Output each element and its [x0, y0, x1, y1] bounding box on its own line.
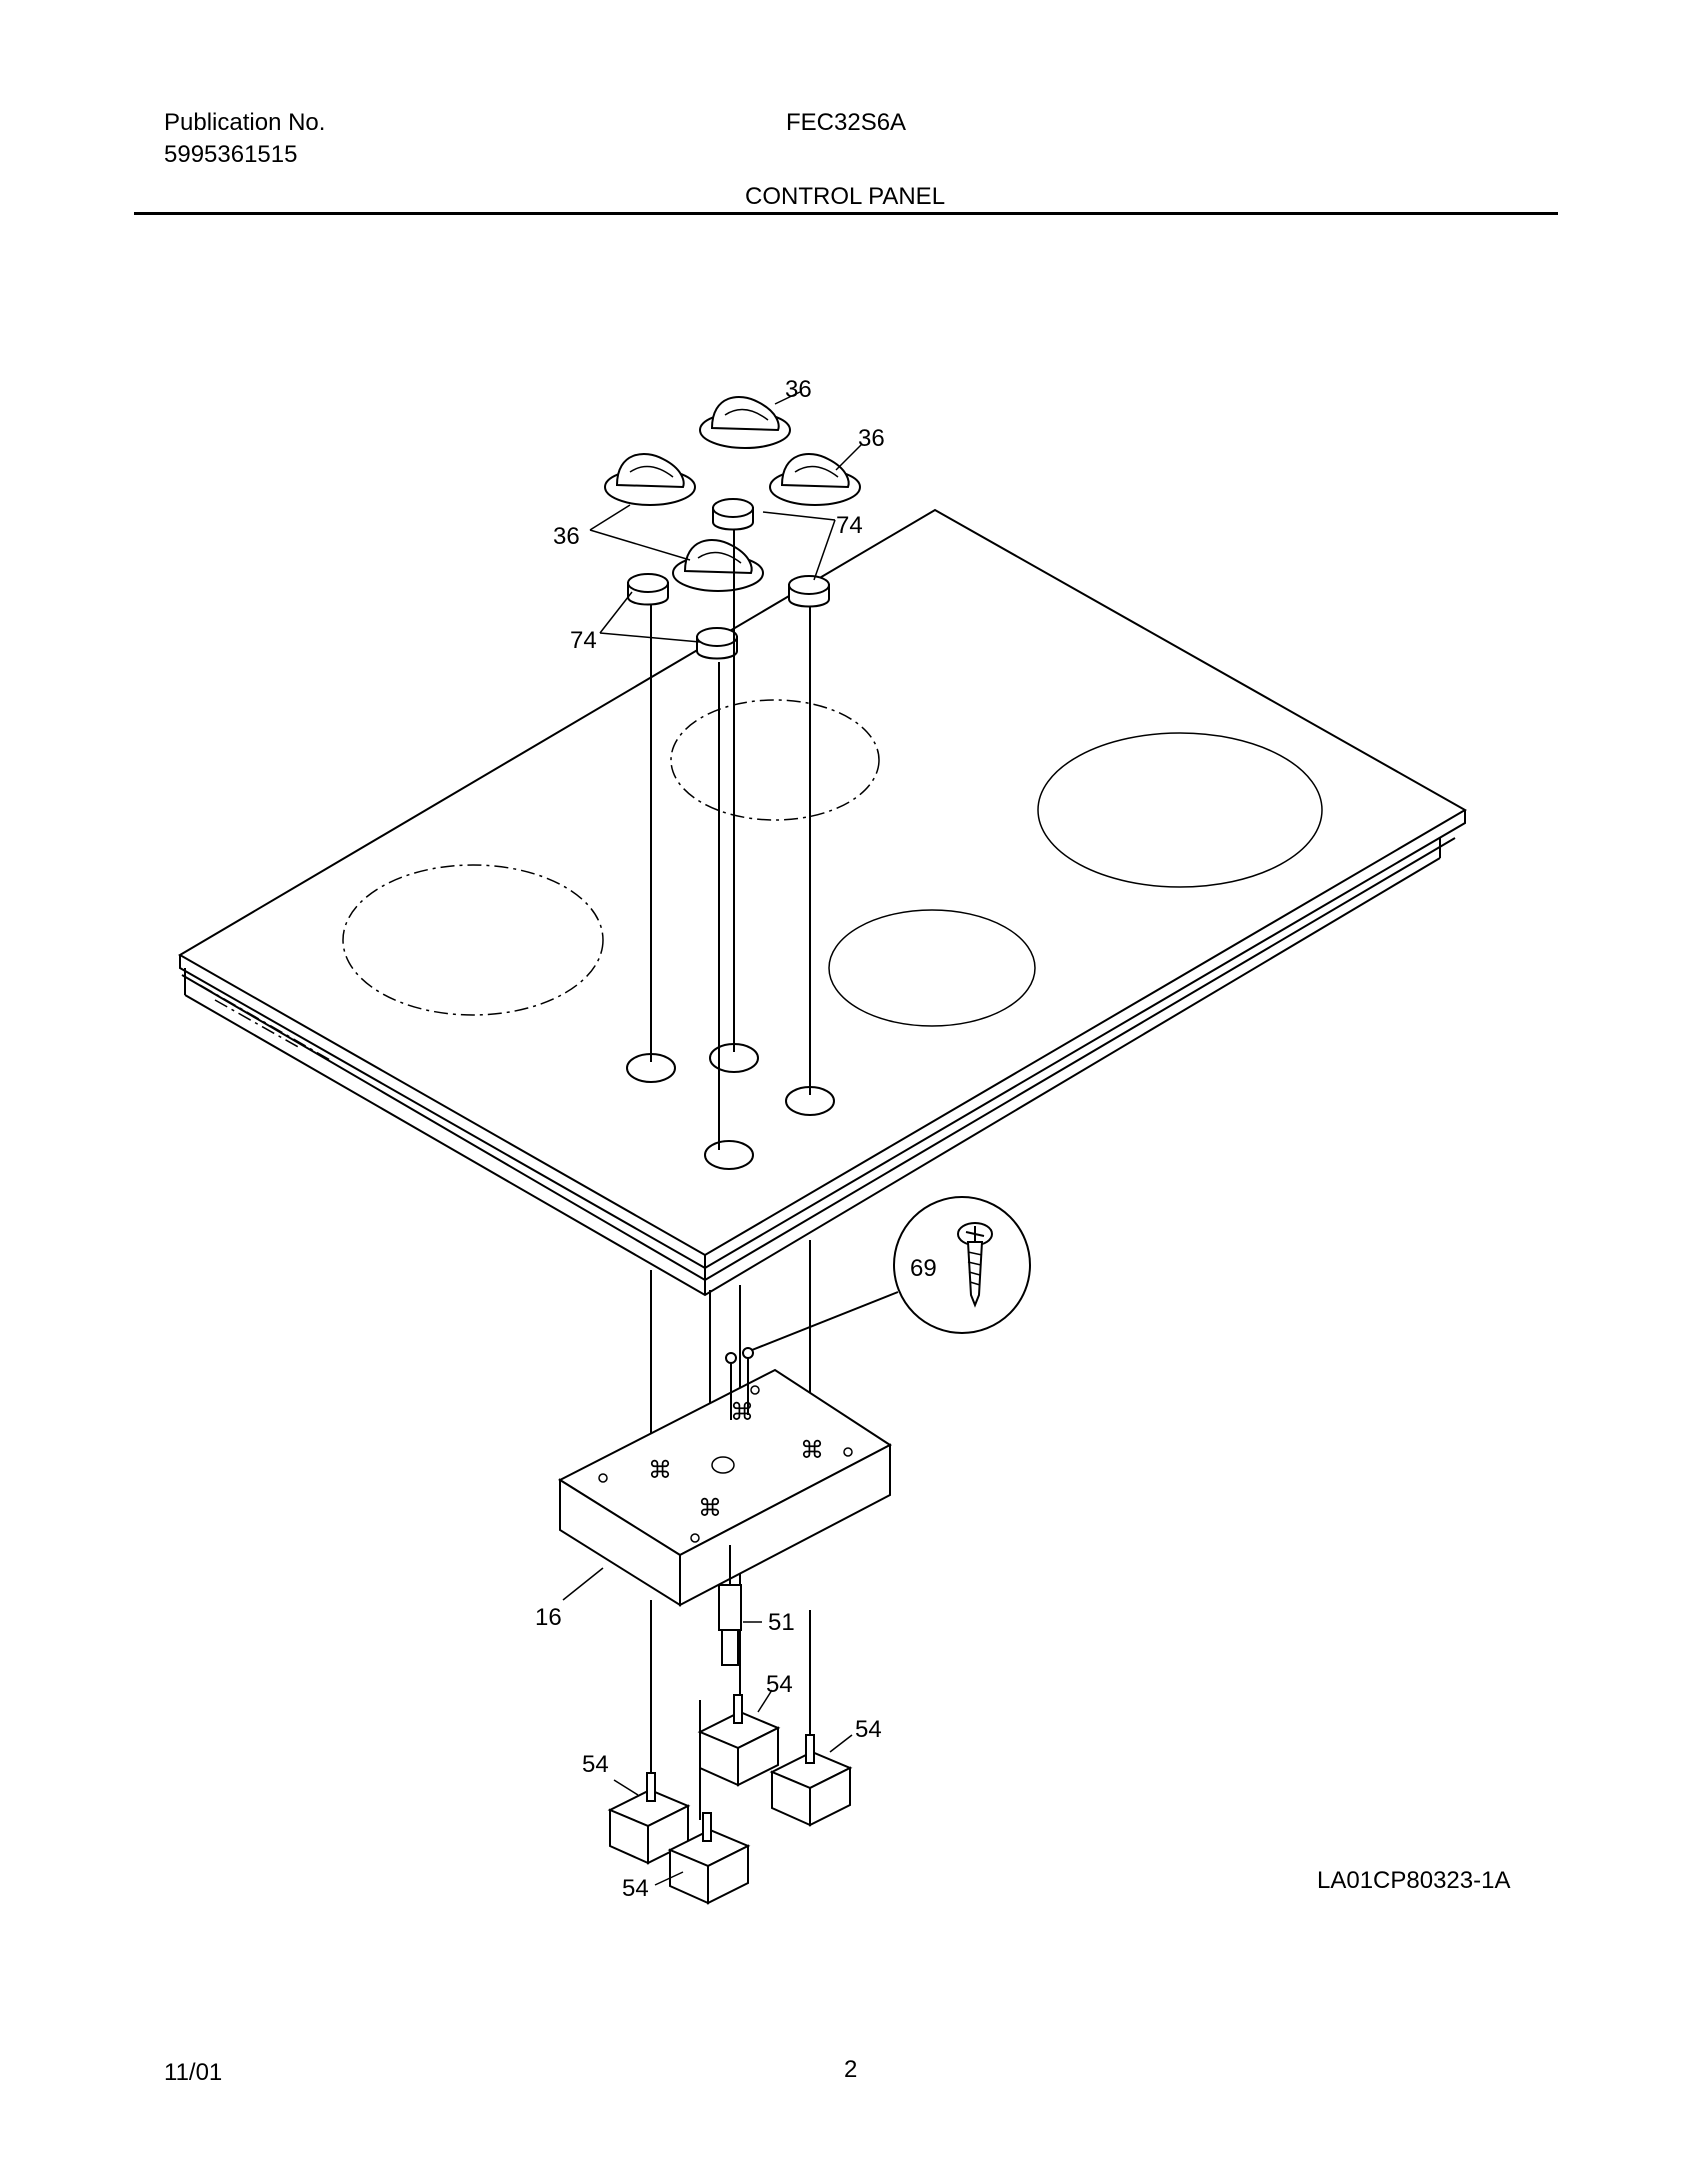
- callout-36-rear: 36: [785, 376, 812, 403]
- svg-text:⌘: ⌘: [698, 1495, 722, 1522]
- callout-36-left: 36: [553, 523, 580, 550]
- radiant-element-right-front: [828, 909, 1036, 1027]
- knob-36-front: [672, 538, 764, 592]
- callout-74-right: 74: [836, 512, 863, 539]
- knob-36-left: [604, 452, 696, 506]
- svg-text:⌘: ⌘: [730, 1399, 754, 1426]
- screw-detail-icon: [957, 1222, 993, 1308]
- bezel-74-left: [627, 573, 669, 606]
- bracket-16: ⌘ ⌘ ⌘ ⌘: [557, 1368, 892, 1607]
- bezel-74-front: [696, 627, 738, 660]
- screw-detail-circle: [893, 1196, 1031, 1334]
- callout-54-right: 54: [855, 1716, 882, 1743]
- switch-51: [718, 1545, 742, 1666]
- switch-54-center: [697, 1694, 781, 1787]
- bezel-74-right: [788, 575, 830, 608]
- cooktop-glass: [178, 508, 1468, 1297]
- callout-69: 69: [910, 1255, 937, 1282]
- screw-detail-leader: [751, 1291, 899, 1351]
- knob-holes: [626, 1043, 835, 1170]
- model-number: FEC32S6A: [786, 109, 907, 136]
- callout-54-left: 54: [582, 1751, 609, 1778]
- callout-54-front: 54: [622, 1875, 649, 1902]
- switch-54-left: [607, 1772, 691, 1865]
- callout-74-left: 74: [570, 627, 597, 654]
- drawing-id: LA01CP80323-1A: [1317, 1867, 1511, 1894]
- switch-54-front: [667, 1812, 751, 1905]
- radiant-element-left-rear: [342, 864, 604, 1016]
- radiant-element-center: [670, 699, 880, 821]
- switch-54-right: [769, 1734, 853, 1827]
- page-number: 2: [844, 2056, 858, 2083]
- radiant-element-right-large: [1037, 732, 1323, 888]
- leader-lines: [562, 391, 863, 1886]
- publication-label: Publication No.: [164, 109, 326, 136]
- callout-16: 16: [535, 1604, 562, 1631]
- header-rule: [134, 212, 1558, 215]
- callout-54-center: 54: [766, 1671, 793, 1698]
- screws-69: [725, 1347, 754, 1420]
- section-title: CONTROL PANEL: [745, 183, 946, 210]
- svg-text:⌘: ⌘: [800, 1437, 824, 1464]
- publication-number: 5995361515: [164, 141, 298, 168]
- footer-date: 11/01: [164, 2059, 223, 2086]
- knob-36-right: [769, 452, 861, 506]
- callout-36-right: 36: [858, 425, 885, 452]
- bezel-74-rear: [712, 498, 754, 531]
- svg-text:⌘: ⌘: [648, 1457, 672, 1484]
- knob-36-rear: [699, 395, 791, 449]
- callout-51: 51: [768, 1609, 795, 1636]
